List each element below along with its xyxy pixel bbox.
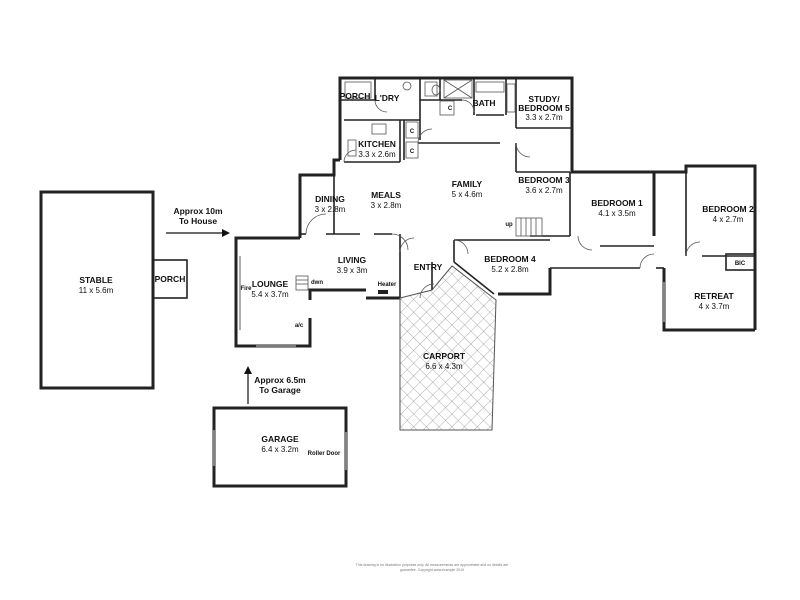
room-dims-bedroom1: 4.1 x 3.5m	[598, 209, 636, 218]
room-label-meals: MEALS	[371, 190, 401, 200]
room-dims-bedroom2: 4 x 2.7m	[713, 215, 744, 224]
garage-building	[212, 406, 348, 488]
disclaimer-line-2: guarantee. Copyright www.example 2019	[400, 568, 464, 572]
room-dims-garage: 6.4 x 3.2m	[261, 445, 299, 454]
room-label-study: STUDY/	[528, 94, 560, 104]
stairs-down-label: dwn	[311, 280, 323, 286]
room-label-entry: ENTRY	[414, 262, 443, 272]
room-label-bedroom4: BEDROOM 4	[484, 254, 536, 264]
room-label-stable: STABLE	[79, 275, 113, 285]
room-label-lounge: LOUNGE	[252, 279, 289, 289]
room-dims-stable: 11 x 5.6m	[79, 286, 114, 295]
heater-label: Heater	[378, 282, 397, 288]
room-dims-lounge: 5.4 x 3.7m	[251, 290, 289, 299]
stable-building	[39, 190, 188, 390]
roller-door-label: Roller Door	[308, 451, 341, 457]
room-label-retreat: RETREAT	[694, 291, 734, 301]
aircon-label: a/c	[295, 323, 304, 329]
direction-arrows	[166, 229, 252, 404]
room-label-porch-stable: PORCH	[155, 274, 186, 284]
room-dims-study: 3.3 x 2.7m	[525, 113, 563, 122]
room-dims-meals: 3 x 2.8m	[371, 201, 402, 210]
room-label-bedroom1: BEDROOM 1	[591, 198, 643, 208]
room-label-study-2: BEDROOM 5	[518, 103, 570, 113]
fire-label: Fire	[240, 286, 252, 292]
to-garage-label: To Garage	[259, 385, 301, 395]
room-dims-kitchen: 3.3 x 2.6m	[358, 150, 396, 159]
room-dims-bedroom3: 3.6 x 2.7m	[525, 186, 563, 195]
house-walls	[234, 76, 757, 348]
stairs-up-label: up	[505, 222, 513, 228]
fixtures	[344, 79, 516, 294]
room-label-bedroom2: BEDROOM 2	[702, 204, 754, 214]
room-dims-bedroom4: 5.2 x 2.8m	[491, 265, 529, 274]
room-label-family: FAMILY	[452, 179, 483, 189]
cupboard-label-2: C	[410, 129, 415, 135]
room-label-living: LIVING	[338, 255, 367, 265]
disclaimer-line-1: This drawing is for illustration purpose…	[356, 563, 509, 567]
room-label-porch-top: PORCH	[340, 91, 371, 101]
room-label-bath: BATH	[473, 98, 496, 108]
room-dims-living: 3.9 x 3m	[337, 266, 368, 275]
room-label-dining: DINING	[315, 194, 345, 204]
room-dims-retreat: 4 x 3.7m	[699, 302, 730, 311]
room-dims-carport: 6.6 x 4.3m	[425, 362, 463, 371]
room-label-carport: CARPORT	[423, 351, 466, 361]
to-house-distance: Approx 10m	[173, 206, 223, 216]
room-label-kitchen: KITCHEN	[358, 139, 396, 149]
bic-label: BIC	[735, 261, 746, 267]
room-label-laundry: L'DRY	[375, 93, 400, 103]
carport-area	[399, 265, 497, 431]
room-dims-family: 5 x 4.6m	[452, 190, 483, 199]
room-label-garage: GARAGE	[261, 434, 299, 444]
door-swings	[305, 99, 701, 299]
cupboard-label-3: C	[410, 149, 415, 155]
cupboard-label-1: C	[448, 106, 453, 112]
to-garage-distance: Approx 6.5m	[254, 375, 306, 385]
room-label-bedroom3: BEDROOM 3	[518, 175, 570, 185]
to-house-label: To House	[179, 216, 217, 226]
stairs	[295, 217, 543, 291]
room-dims-dining: 3 x 2.8m	[315, 205, 346, 214]
